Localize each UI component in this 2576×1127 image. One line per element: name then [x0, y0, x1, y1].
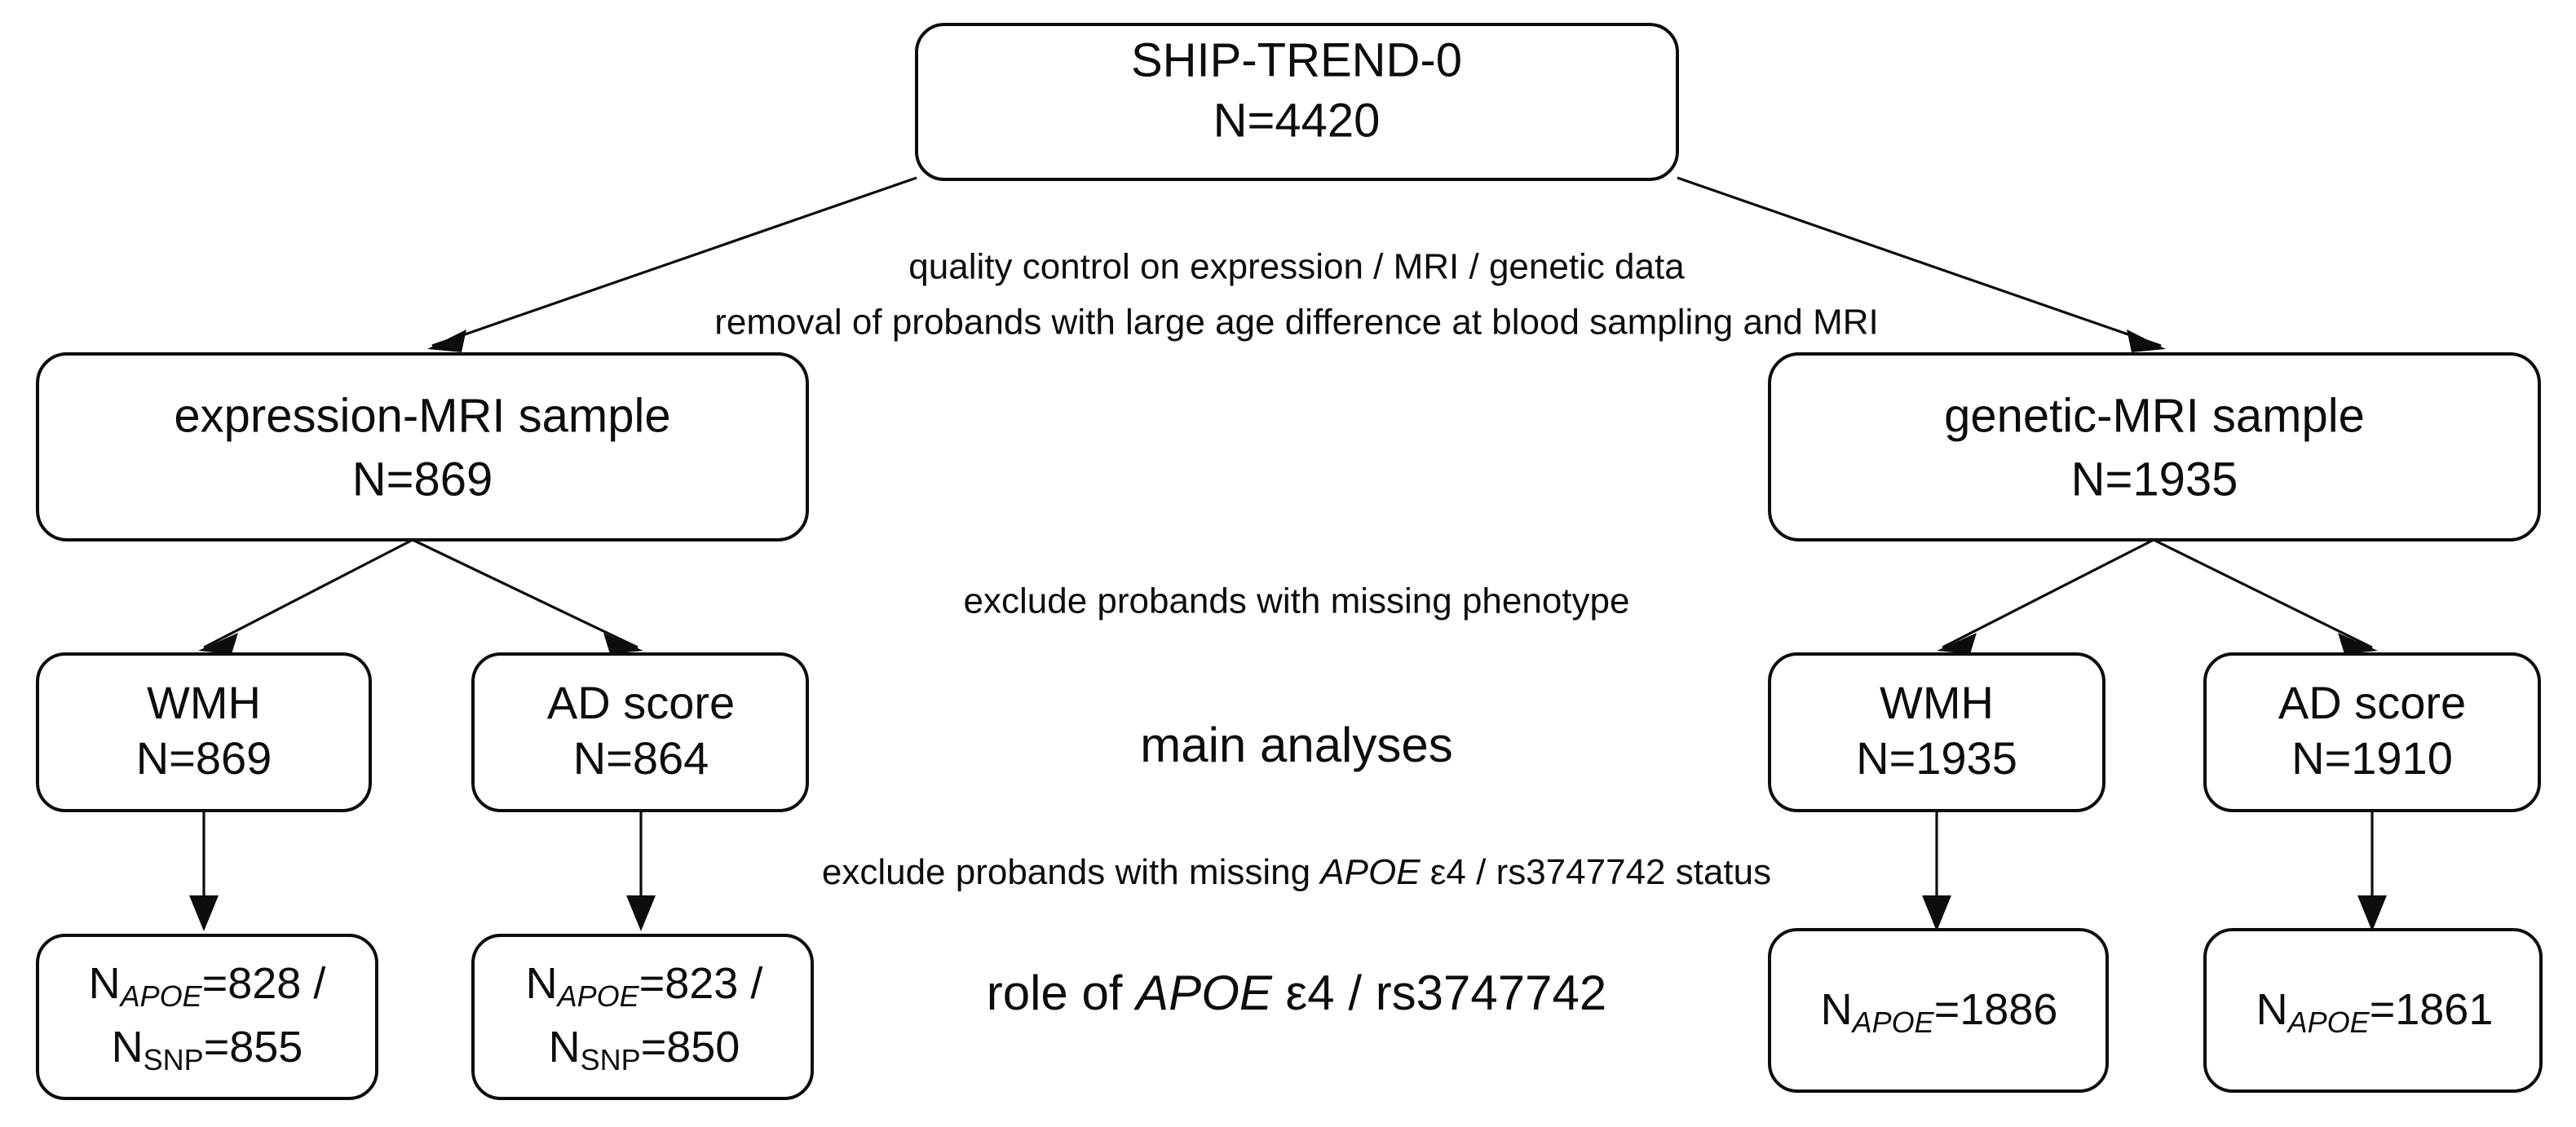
nsub-prefix: N: [1821, 985, 1853, 1034]
node-left-ad-genotyped-line1: NAPOE=823 /: [526, 959, 763, 1012]
node-left-wmh-genotyped-line2: NSNP=855: [112, 1023, 303, 1076]
annotation-role-of-apoe-pre: role of: [987, 966, 1136, 1020]
annotation-exclude-apoe-status: exclude probands with missing APOE ε4 / …: [822, 852, 1771, 892]
nsub-value: =823 /: [639, 959, 763, 1008]
node-left-wmh-genotyped[interactable]: NAPOE=828 / NSNP=855: [36, 934, 378, 1100]
node-root-box: [915, 23, 1679, 181]
node-right-wmh-genotyped-box: [1768, 928, 2109, 1093]
arrowhead-left-sample-to-wmh: [198, 633, 238, 654]
node-left-ad-genotyped-line2: NSNP=850: [549, 1023, 740, 1076]
node-right-wmh-box: [1768, 652, 2105, 812]
node-left-ad-score-box: [471, 652, 809, 812]
edge-right-sample-to-wmh: [1942, 538, 2154, 649]
nsub-value: =855: [204, 1023, 303, 1072]
node-right-ad-genotyped-line1: NAPOE=1861: [2256, 985, 2494, 1038]
node-genetic-mri-sample-line2: N=1935: [2071, 453, 2238, 506]
node-left-ad-genotyped[interactable]: NAPOE=823 / NSNP=850: [471, 934, 814, 1100]
nsub-value: =850: [641, 1023, 740, 1072]
node-left-wmh-genotyped-line1: NAPOE=828 /: [89, 959, 326, 1012]
nsub-value: =1861: [2370, 985, 2494, 1034]
nsub-prefix: N: [2256, 985, 2288, 1034]
node-right-wmh-line1: WMH: [1880, 677, 1994, 728]
nsub-subscript: SNP: [144, 1043, 204, 1076]
nsub-subscript: APOE: [1851, 1005, 1935, 1039]
node-expression-mri-sample-line1: expression-MRI sample: [174, 389, 670, 442]
node-expression-mri-sample[interactable]: expression-MRI sample N=869: [36, 352, 809, 541]
node-left-ad-score[interactable]: AD score N=864: [471, 652, 809, 812]
arrowhead-left-sample-to-ad: [603, 633, 643, 654]
arrowhead-left-wmh-to-geno: [189, 895, 219, 931]
node-root-line1: SHIP-TREND-0: [1131, 33, 1462, 86]
nsub-value: =1886: [1934, 985, 2058, 1034]
nsub-prefix: N: [526, 959, 558, 1008]
node-left-wmh-genotyped-box: [36, 934, 378, 1100]
node-right-ad-score-box: [2203, 652, 2541, 812]
arrowhead-root-to-left-sample: [427, 329, 466, 352]
edge-left-sample-to-ad: [412, 538, 638, 649]
node-left-wmh-box: [36, 652, 372, 812]
nsub-subscript: APOE: [2287, 1005, 2371, 1039]
arrowhead-right-wmh-to-geno: [1922, 895, 1951, 931]
arrowhead-root-to-right-sample: [2127, 329, 2166, 352]
annotation-exclude-apoe-status-gene: APOE: [1318, 852, 1421, 892]
annotation-exclude-apoe-status-pre: exclude probands with missing: [822, 852, 1320, 892]
node-right-wmh-line2: N=1935: [1856, 732, 2017, 784]
edge-root-to-right-sample: [1677, 176, 2162, 347]
edge-left-sample-to-wmh: [203, 538, 413, 649]
arrowhead-right-ad-to-geno: [2357, 895, 2387, 931]
edges-group: [189, 176, 2387, 931]
node-genetic-mri-sample[interactable]: genetic-MRI sample N=1935: [1768, 352, 2541, 541]
annotation-role-of-apoe-post: ε4 / rs3747742: [1272, 966, 1606, 1020]
edge-right-sample-to-ad: [2153, 538, 2373, 649]
node-left-wmh-line2: N=869: [136, 732, 272, 784]
node-left-ad-score-line2: N=864: [573, 732, 709, 784]
annotation-main-analyses: main analyses: [1140, 718, 1453, 772]
node-genetic-mri-sample-line1: genetic-MRI sample: [1944, 389, 2365, 442]
annotation-role-of-apoe: role of APOE ε4 / rs3747742: [987, 966, 1607, 1020]
node-right-wmh-genotyped-line1: NAPOE=1886: [1821, 985, 2058, 1038]
nsub-value: =828 /: [202, 959, 326, 1008]
node-expression-mri-sample-line2: N=869: [352, 453, 493, 506]
node-root[interactable]: SHIP-TREND-0 N=4420: [915, 23, 1679, 181]
annotation-quality-control-line2: removal of probands with large age diffe…: [714, 303, 1879, 343]
node-right-ad-score-line2: N=1910: [2291, 732, 2453, 784]
annotation-role-of-apoe-gene: APOE: [1133, 966, 1273, 1020]
node-left-ad-genotyped-box: [471, 934, 814, 1100]
annotation-exclude-apoe-status-post: ε4 / rs3747742 status: [1421, 852, 1772, 892]
nsub-prefix: N: [549, 1023, 581, 1072]
nsub-prefix: N: [112, 1023, 144, 1072]
node-right-ad-genotyped[interactable]: NAPOE=1861: [2203, 928, 2543, 1093]
node-expression-mri-sample-box: [36, 352, 809, 541]
arrowhead-right-sample-to-wmh: [1937, 633, 1977, 654]
edge-root-to-left-sample: [431, 176, 917, 347]
node-left-wmh[interactable]: WMH N=869: [36, 652, 372, 812]
node-right-ad-genotyped-box: [2203, 928, 2543, 1093]
node-genetic-mri-sample-box: [1768, 352, 2541, 541]
annotation-exclude-phenotype: exclude probands with missing phenotype: [964, 581, 1630, 621]
node-root-line2: N=4420: [1213, 94, 1381, 147]
arrowhead-left-ad-to-geno: [626, 895, 656, 931]
nsub-subscript: APOE: [119, 979, 203, 1013]
annotation-quality-control-line1: quality control on expression / MRI / ge…: [908, 247, 1685, 287]
nsub-subscript: SNP: [581, 1043, 641, 1076]
nsub-subscript: APOE: [556, 979, 640, 1013]
node-right-wmh-genotyped[interactable]: NAPOE=1886: [1768, 928, 2109, 1093]
node-right-ad-score-line1: AD score: [2278, 677, 2466, 728]
node-right-wmh[interactable]: WMH N=1935: [1768, 652, 2105, 812]
node-right-ad-score[interactable]: AD score N=1910: [2203, 652, 2541, 812]
node-left-wmh-line1: WMH: [147, 677, 261, 728]
arrowhead-right-sample-to-ad: [2338, 633, 2378, 654]
nsub-prefix: N: [89, 959, 121, 1008]
node-left-ad-score-line1: AD score: [547, 677, 735, 728]
